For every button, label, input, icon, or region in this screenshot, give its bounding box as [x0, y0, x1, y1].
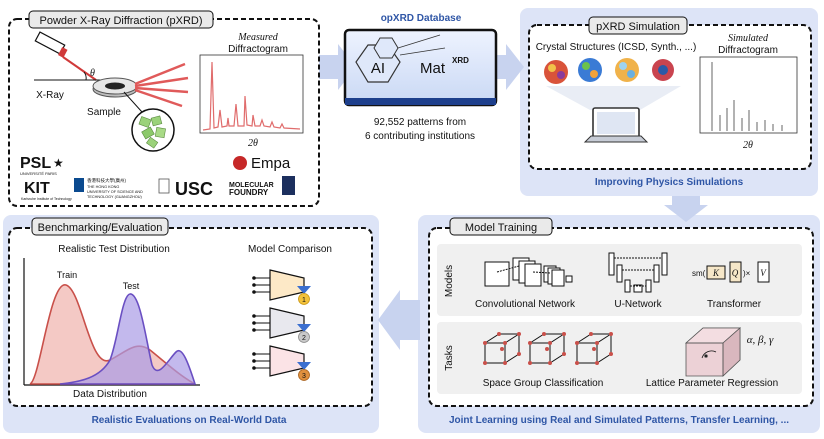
logo-hkust-1: THE HONG KONG: [87, 185, 119, 189]
benchmark-title: Benchmarking/Evaluation: [38, 222, 163, 234]
distribution-xlabel: Data Distribution: [73, 389, 147, 400]
test-distribution: [59, 293, 197, 385]
powder-zoom-icon: [131, 108, 175, 152]
simulated-label-2: Diffractogram: [718, 45, 778, 56]
training-title: Model Training: [465, 222, 537, 234]
database-title: opXRD Database: [381, 13, 462, 24]
simulated-label-1: Simulated: [728, 33, 769, 44]
pxrd-title: Powder X-Ray Diffraction (pXRD): [39, 15, 202, 27]
laptop-icon: [583, 107, 649, 143]
database-logo: AI Mat XRD: [343, 28, 498, 107]
zoom-line: [123, 91, 143, 113]
train-label: Train: [57, 270, 77, 280]
transformer-icon: sm( K Q )× V: [692, 261, 770, 283]
measured-label-2: Diffractogram: [228, 44, 288, 55]
transformer-v: V: [760, 268, 767, 278]
benchmark-title-box: [31, 217, 169, 236]
logo-xrd: XRD: [452, 56, 469, 65]
xray-label: X-Ray: [36, 90, 64, 101]
xray-source-icon: [34, 31, 110, 81]
logo-psl-star: ★: [53, 156, 64, 170]
space-group-label: Space Group Classification: [483, 378, 604, 389]
logo-psl-sub: UNIVERSITÉ PARIS: [20, 171, 57, 176]
database-line-2: 6 contributing institutions: [365, 131, 475, 142]
unet-icon: [608, 252, 668, 293]
model-comparison-title: Model Comparison: [248, 244, 332, 255]
transformer-sm: sm(: [692, 269, 706, 278]
model-rank-3: 3: [252, 345, 311, 381]
distribution-plot: [23, 258, 200, 386]
logo-hkust-3: TECHNOLOGY (GUANGZHOU): [87, 195, 143, 199]
projection-beam: [546, 86, 681, 110]
rank-3-label: 3: [302, 373, 306, 380]
hkust-crest-icon: [74, 178, 84, 192]
crystal-label: Crystal Structures (ICSD, Synth., ...): [536, 42, 697, 53]
model-rank-1: 1: [252, 269, 311, 305]
logo-mat: Mat: [420, 60, 446, 77]
logo-empa: Empa: [251, 155, 291, 172]
model-rank-2: 2: [252, 307, 311, 343]
train-distribution: [29, 284, 196, 385]
arrow-sim-to-training: [664, 196, 708, 222]
simulated-diffractogram: [699, 56, 798, 134]
rank-1-label: 1: [302, 297, 306, 304]
database-line-1: 92,552 patterns from: [374, 117, 466, 128]
empa-icon: [233, 156, 247, 170]
logo-usc: USC: [175, 179, 213, 199]
logo-hkust-2: UNIVERSITY OF SCIENCE AND: [87, 190, 143, 194]
unet-label: U-Network: [614, 299, 662, 310]
pxrd-title-box: [28, 10, 214, 29]
usc-seal-icon: [158, 178, 170, 194]
logo-hkust-cn: 香港科技大學(廣州): [87, 177, 126, 184]
models-label: Models: [444, 265, 455, 297]
simulation-title-box: [588, 16, 688, 35]
crystal-structures-icon: [544, 58, 674, 84]
arrow-training-to-benchmark: [378, 290, 420, 350]
institution-logos: PSL UNIVERSITÉ PARIS ★ KIT Karlsruhe Ins…: [20, 155, 295, 201]
lattice-angles: α, β, γ: [747, 334, 774, 346]
theta-label: θ: [90, 68, 95, 79]
logo-ai: AI: [371, 60, 385, 77]
tasks-label: Tasks: [444, 345, 455, 371]
sample-label: Sample: [87, 107, 121, 118]
lattice-box-icon: [684, 327, 742, 377]
benchmark-caption: Realistic Evaluations on Real-World Data: [92, 415, 287, 426]
space-group-atoms: [483, 332, 613, 365]
test-label: Test: [123, 281, 140, 291]
simulation-title: pXRD Simulation: [596, 21, 680, 33]
logo-foundry-2: FOUNDRY: [229, 188, 269, 197]
logo-kit-sub: Karlsruhe Institute of Technology: [21, 197, 72, 201]
cnn-icon: [484, 257, 573, 287]
simulated-two-theta: 2θ: [743, 140, 753, 151]
transformer-q: Q: [732, 268, 739, 278]
foundry-icon: [282, 176, 295, 195]
simulation-caption: Improving Physics Simulations: [595, 177, 744, 188]
test-distribution-title: Realistic Test Distribution: [58, 244, 170, 255]
training-title-box: [449, 217, 553, 236]
cnn-label: Convolutional Network: [475, 299, 576, 310]
logo-foundry-1: MOLECULAR: [229, 182, 274, 189]
rank-2-label: 2: [302, 335, 306, 342]
logo-kit: KIT: [24, 180, 50, 197]
diffracted-rays: [134, 62, 189, 108]
training-caption: Joint Learning using Real and Simulated …: [449, 415, 789, 426]
measured-diffractogram: [199, 54, 304, 134]
transformer-label: Transformer: [707, 299, 762, 310]
logo-psl: PSL: [20, 155, 51, 172]
measured-two-theta: 2θ: [248, 138, 258, 149]
measured-label-1: Measured: [237, 32, 279, 43]
transformer-k: K: [712, 268, 720, 278]
lattice-label: Lattice Parameter Regression: [646, 378, 778, 389]
sample-disc-icon: [92, 77, 138, 98]
transformer-times: )×: [743, 269, 751, 278]
